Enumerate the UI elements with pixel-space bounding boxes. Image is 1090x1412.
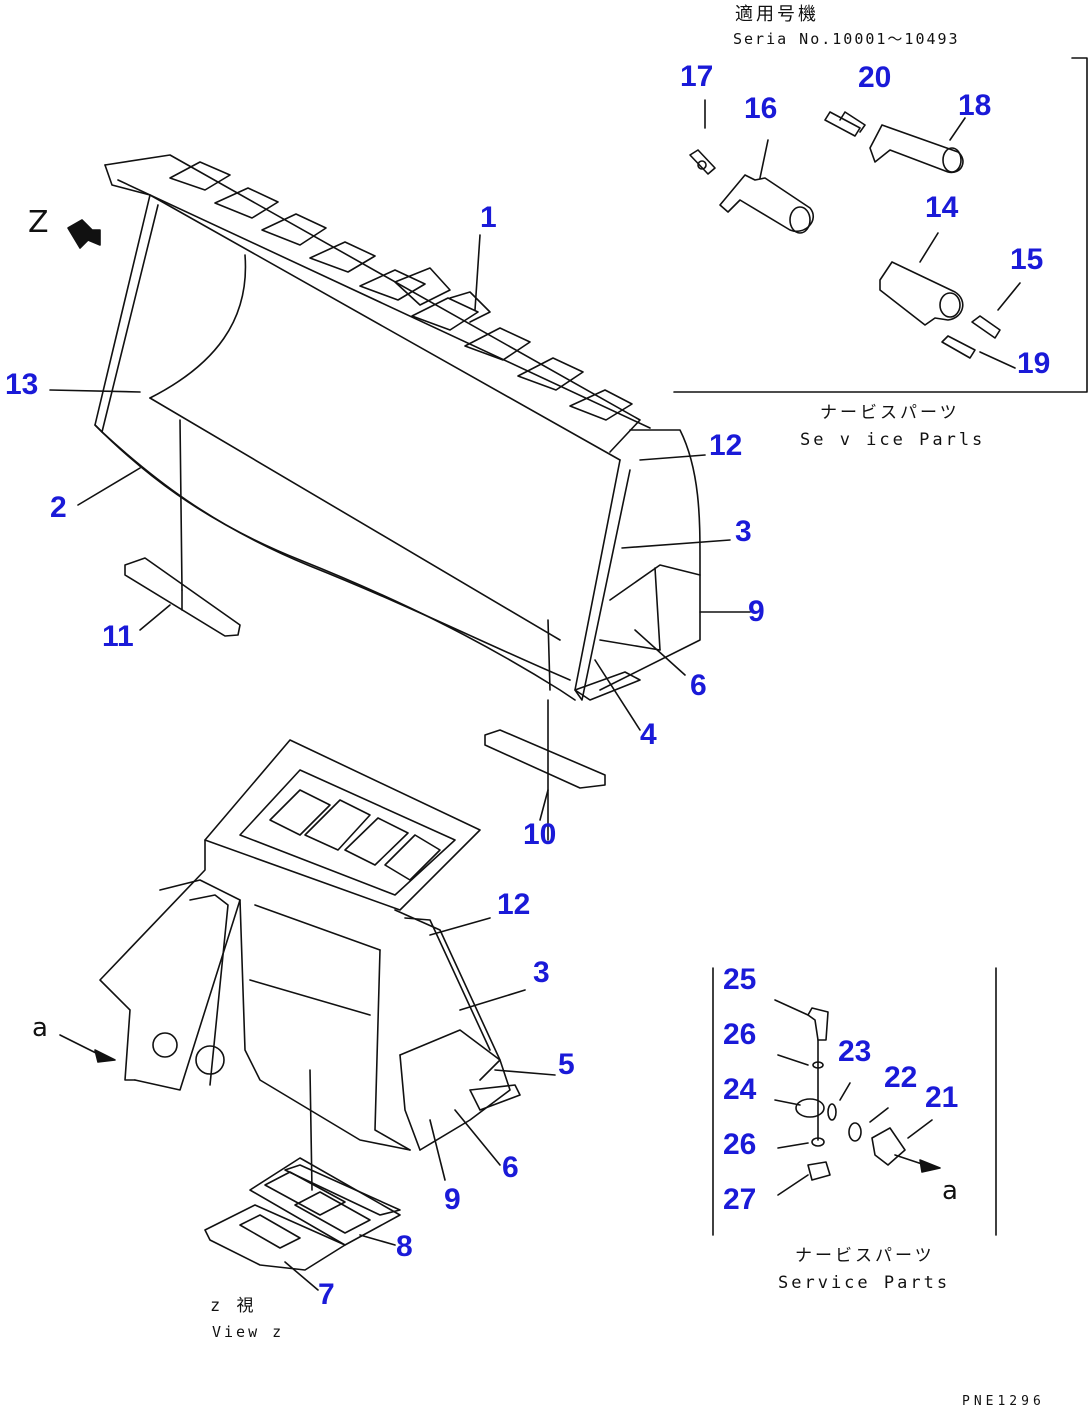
- callout-24: 24: [723, 1073, 757, 1106]
- arrow-a-left-label: a: [32, 1013, 48, 1043]
- service-parts-bolt-set: [774, 999, 941, 1196]
- callout-17: 17: [680, 60, 714, 93]
- callout-25: 25: [723, 963, 757, 996]
- callout-5: 5: [558, 1048, 575, 1081]
- callout-9-lower: 9: [444, 1183, 461, 1216]
- callout-3: 3: [735, 515, 752, 548]
- leader-lines: [49, 234, 751, 1291]
- callout-18: 18: [958, 89, 992, 122]
- part-7-8-plates: [204, 1157, 401, 1271]
- view-z-en: View z: [212, 1323, 285, 1341]
- callout-26-lower: 26: [723, 1128, 757, 1161]
- serial-range: Seria No.10001〜10493: [733, 30, 960, 48]
- callout-15: 15: [1010, 243, 1044, 276]
- callout-9: 9: [748, 595, 765, 628]
- view-z-letter: Z: [28, 205, 49, 240]
- callout-26: 26: [723, 1018, 757, 1051]
- callout-1: 1: [480, 201, 497, 234]
- callout-2: 2: [50, 491, 67, 524]
- callout-3-lower: 3: [533, 956, 550, 989]
- applicable-title: 適用号機: [735, 4, 819, 25]
- callout-12-lower: 12: [497, 888, 531, 921]
- arrow-a-right-label: a: [942, 1176, 958, 1206]
- callout-27: 27: [723, 1183, 757, 1216]
- callout-23: 23: [838, 1035, 872, 1068]
- bucket-view-z: [99, 739, 521, 1216]
- callout-14: 14: [925, 191, 959, 224]
- callout-16: 16: [744, 92, 778, 125]
- service-parts-jp-top: ナービスパーツ: [820, 403, 960, 423]
- callout-11: 11: [102, 620, 134, 653]
- drawing-code: PNE1296: [962, 1394, 1045, 1409]
- service-parts-en-top: Se v ice Parls: [800, 430, 986, 450]
- view-z-jp: z 視: [210, 1296, 257, 1316]
- service-parts-jp-bottom: ナービスパーツ: [795, 1246, 935, 1266]
- callout-21: 21: [925, 1081, 959, 1114]
- callout-20: 20: [858, 61, 892, 94]
- part-11-plate: [124, 557, 241, 637]
- service-parts-box-bottom: [712, 967, 997, 1236]
- callout-22: 22: [884, 1061, 918, 1094]
- part-10-plate: [484, 699, 606, 841]
- callout-6: 6: [690, 669, 707, 702]
- callout-13: 13: [5, 368, 39, 401]
- service-parts-pins: [689, 99, 1021, 369]
- callout-8: 8: [396, 1230, 413, 1263]
- callout-7: 7: [318, 1278, 335, 1311]
- callout-19: 19: [1017, 347, 1051, 380]
- arrow-a-left: [59, 1034, 116, 1063]
- callout-6-lower: 6: [502, 1151, 519, 1184]
- callout-10: 10: [523, 818, 557, 851]
- callout-4: 4: [640, 718, 657, 751]
- bucket-main: [67, 154, 701, 701]
- callout-12: 12: [709, 429, 743, 462]
- service-parts-en-bottom: Service Parts: [778, 1273, 951, 1293]
- service-parts-box-top: [673, 57, 1088, 393]
